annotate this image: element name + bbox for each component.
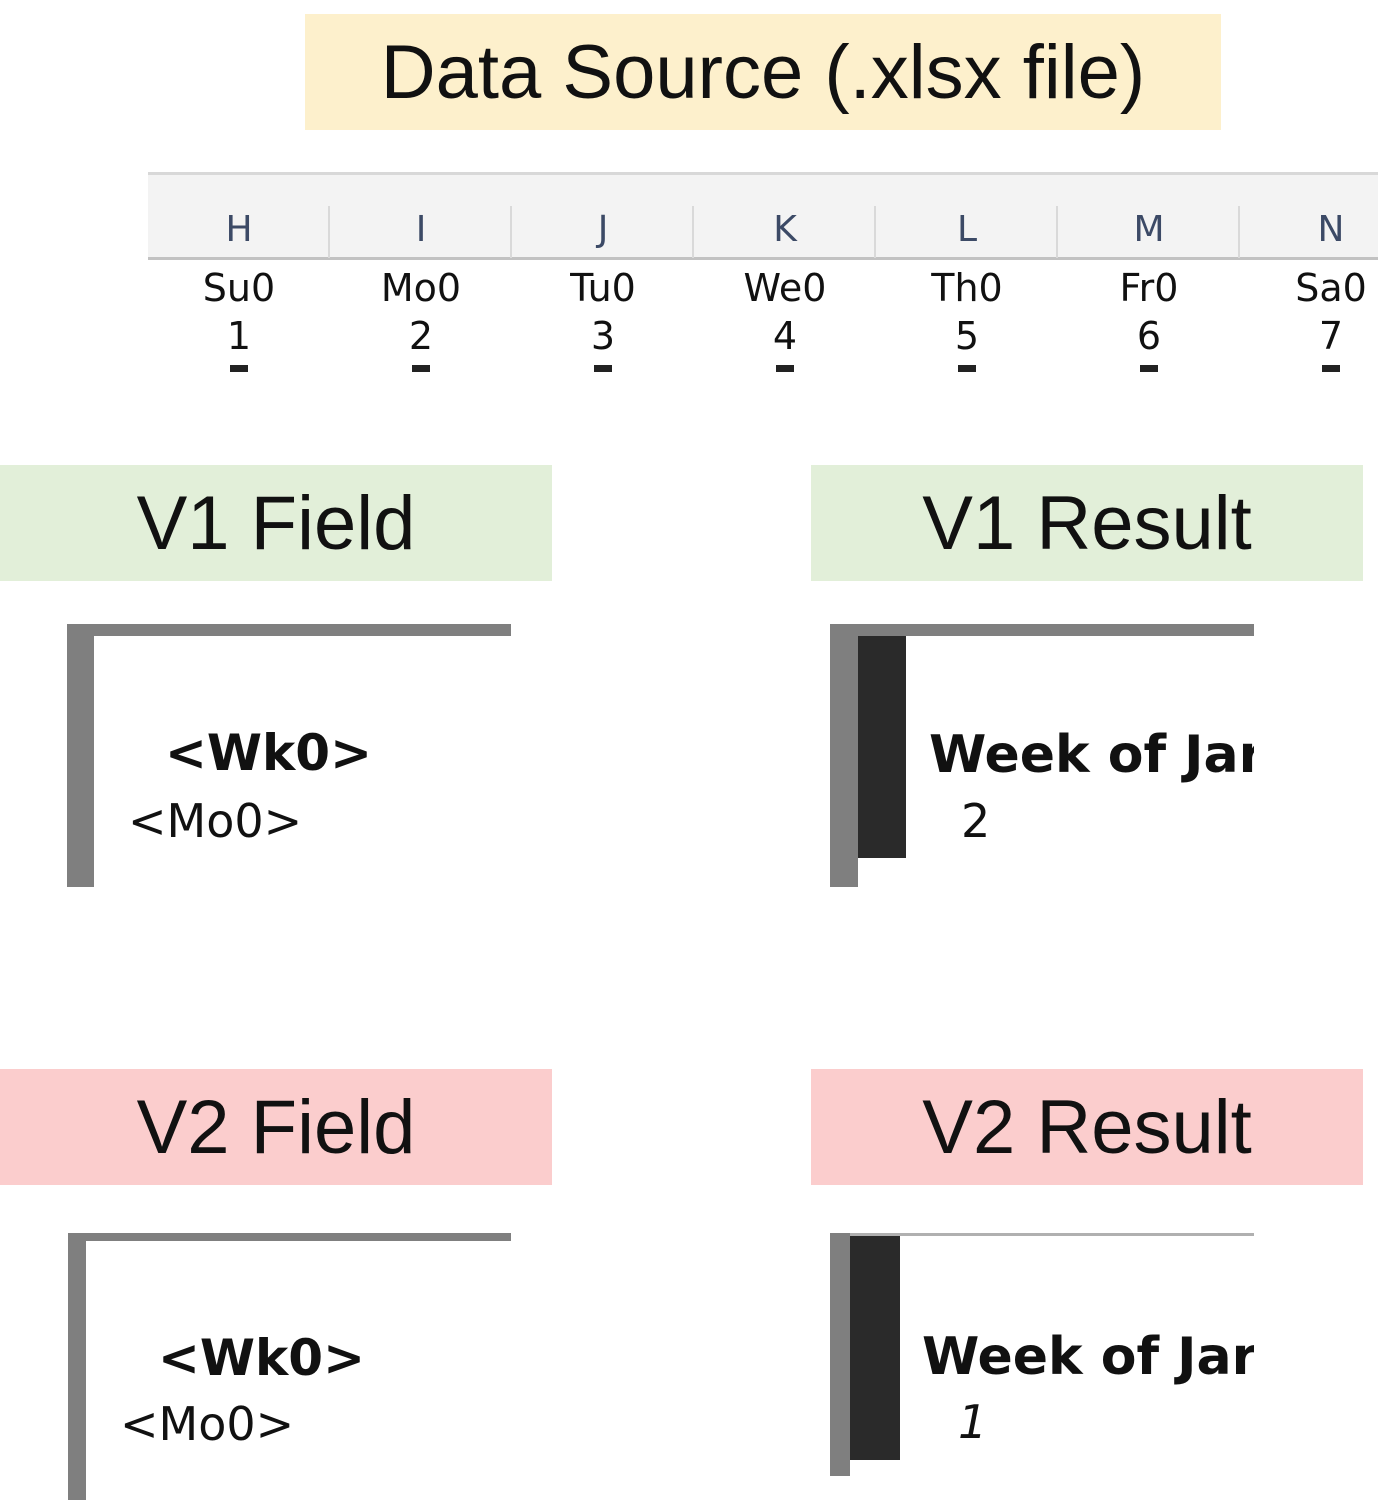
- column-separator: [1238, 206, 1240, 258]
- panel-border-left: [830, 1233, 850, 1476]
- data-source-banner: Data Source (.xlsx file): [305, 14, 1221, 130]
- v1-field-label: V1 Field: [136, 480, 416, 566]
- header-cell[interactable]: Su0: [202, 266, 276, 310]
- header-cell[interactable]: Sa0: [1295, 266, 1367, 310]
- v2-result-week-text: Week of Jar: [922, 1327, 1254, 1387]
- value-cell[interactable]: 4: [772, 314, 798, 358]
- column-separator: [692, 206, 694, 258]
- v1-result-day-value: 2: [961, 794, 991, 848]
- cropped-next-row: [958, 365, 976, 372]
- v2-result-label: V2 Result: [922, 1084, 1252, 1170]
- v2-result-day-value: 1: [958, 1395, 988, 1449]
- v1-result-banner: V1 Result: [811, 465, 1363, 581]
- data-source-label: Data Source (.xlsx file): [380, 29, 1146, 115]
- column-letter[interactable]: N: [1317, 209, 1345, 250]
- dark-bar: [858, 636, 906, 858]
- column-letter[interactable]: L: [956, 209, 978, 250]
- v1-field-banner: V1 Field: [0, 465, 552, 581]
- v2-field-week-code: <Wk0>: [158, 1329, 365, 1387]
- panel-border-top: [830, 1233, 1254, 1236]
- column-separator: [328, 206, 330, 258]
- column-header-bar: [148, 172, 1378, 260]
- panel-border-left: [67, 624, 94, 887]
- cropped-next-row: [230, 365, 248, 372]
- v1-field-panel: <Wk0> <Mo0>: [67, 624, 511, 887]
- value-cell[interactable]: 5: [954, 314, 980, 358]
- cropped-next-row: [594, 365, 612, 372]
- column-separator: [1056, 206, 1058, 258]
- column-letter[interactable]: J: [597, 209, 609, 250]
- v1-result-week-text: Week of Jar: [929, 725, 1254, 785]
- cropped-next-row: [1322, 365, 1340, 372]
- v1-result-panel: Week of Jar 2: [830, 624, 1254, 887]
- header-cell[interactable]: Mo0: [380, 266, 462, 310]
- value-cell[interactable]: 3: [590, 314, 616, 358]
- header-cell[interactable]: Th0: [931, 266, 1003, 310]
- v2-field-panel: <Wk0> <Mo0>: [68, 1233, 511, 1500]
- v2-result-banner: V2 Result: [811, 1069, 1363, 1185]
- panel-border-top: [67, 624, 511, 636]
- column-letter[interactable]: M: [1133, 209, 1165, 250]
- cropped-next-row: [1140, 365, 1158, 372]
- column-separator: [510, 206, 512, 258]
- panel-border-left: [68, 1233, 86, 1500]
- v1-field-week-code: <Wk0>: [165, 724, 372, 782]
- value-cell[interactable]: 7: [1318, 314, 1344, 358]
- value-cell[interactable]: 6: [1136, 314, 1162, 358]
- column-separator: [874, 206, 876, 258]
- v2-field-banner: V2 Field: [0, 1069, 552, 1185]
- v2-field-day-code: <Mo0>: [120, 1397, 295, 1451]
- header-cell[interactable]: Tu0: [570, 266, 636, 310]
- value-cell[interactable]: 1: [226, 314, 252, 358]
- v1-result-label: V1 Result: [922, 480, 1252, 566]
- panel-border-top: [830, 624, 1254, 636]
- v2-field-label: V2 Field: [136, 1084, 416, 1170]
- column-letter[interactable]: K: [773, 209, 797, 250]
- header-cell[interactable]: We0: [743, 266, 827, 310]
- header-cell[interactable]: Fr0: [1119, 266, 1179, 310]
- value-cell[interactable]: 2: [408, 314, 434, 358]
- cropped-next-row: [412, 365, 430, 372]
- panel-border-top: [68, 1233, 511, 1241]
- v1-field-day-code: <Mo0>: [128, 794, 303, 848]
- cropped-next-row: [776, 365, 794, 372]
- column-letter[interactable]: I: [415, 209, 427, 250]
- v2-result-panel: Week of Jar 1: [830, 1233, 1254, 1476]
- panel-border-left: [830, 624, 858, 887]
- column-letter[interactable]: H: [225, 209, 253, 250]
- dark-bar: [850, 1236, 900, 1460]
